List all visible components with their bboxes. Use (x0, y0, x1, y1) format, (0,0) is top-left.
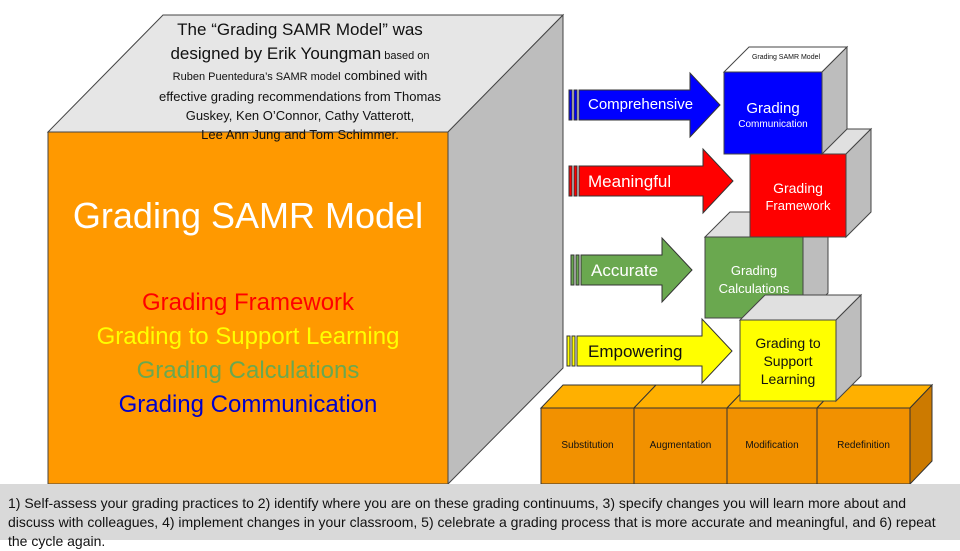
legend-item-communication: Grading Communication (118, 391, 378, 418)
communication-block (722, 45, 849, 156)
intro-line-2b: based on (381, 50, 430, 62)
arrow-comprehensive (568, 71, 721, 139)
legend-item-support: Grading to Support Learning (96, 323, 400, 350)
calculations-line-2: Calculations (718, 281, 790, 296)
arrow-empowering (566, 317, 733, 385)
arrow-label-meaningful: Meaningful (588, 172, 672, 191)
base-label-substitution: Substitution (561, 440, 614, 451)
footer-steps-text: 1) Self-assess your grading practices to… (8, 495, 936, 549)
base-label-augmentation: Augmentation (649, 440, 712, 451)
framework-line-2: Framework (765, 198, 831, 213)
support-block (738, 293, 863, 403)
communication-label: Grading Communication (724, 100, 822, 132)
small-model-title: Grading SAMR Model (751, 54, 821, 61)
intro-line-1: The “Grading SAMR Model” was (177, 20, 423, 39)
communication-line-1: Grading (746, 100, 800, 117)
model-title: Grading SAMR Model (72, 195, 424, 236)
support-line-1: Grading to (755, 335, 821, 351)
arrow-accurate (570, 236, 693, 304)
arrow-label-empowering: Empowering (588, 342, 683, 361)
legend-item-calculations: Grading Calculations (136, 357, 360, 384)
intro-line-3b: combined with (340, 68, 428, 83)
calculations-line-1: Grading (730, 263, 778, 278)
cube-front-face (47, 131, 449, 485)
arrow-label-accurate: Accurate (591, 261, 659, 280)
intro-text: The “Grading SAMR Model” was designed by… (150, 18, 450, 144)
base-label-redefinition: Redefinition (837, 440, 890, 451)
communication-line-2: Communication (738, 119, 808, 130)
support-label: Grading to Support Learning (740, 334, 836, 388)
framework-line-1: Grading (773, 180, 823, 196)
calculations-label: Grading Calculations (705, 262, 803, 298)
base-blocks (539, 383, 934, 486)
arrow-meaningful (568, 147, 734, 215)
arrow-label-comprehensive: Comprehensive (588, 96, 694, 113)
intro-line-4: effective grading recommendations from T… (158, 89, 442, 104)
intro-line-2a: designed by Erik Youngman (170, 44, 382, 63)
model-legend: Grading Framework Grading to Support Lea… (48, 286, 448, 422)
footer-bar: 1) Self-assess your grading practices to… (0, 484, 960, 549)
support-line-3: Learning (760, 371, 816, 387)
framework-label: Grading Framework (750, 179, 846, 215)
base-label-modification: Modification (745, 440, 799, 451)
intro-line-5: Guskey, Ken O’Connor, Cathy Vatterott, (185, 108, 415, 123)
support-line-2: Support (763, 353, 813, 369)
intro-line-6: Lee Ann Jung and Tom Schimmer. (201, 127, 399, 142)
intro-line-3: Ruben Puentedura’s SAMR model (172, 71, 341, 83)
legend-item-framework: Grading Framework (141, 289, 355, 316)
